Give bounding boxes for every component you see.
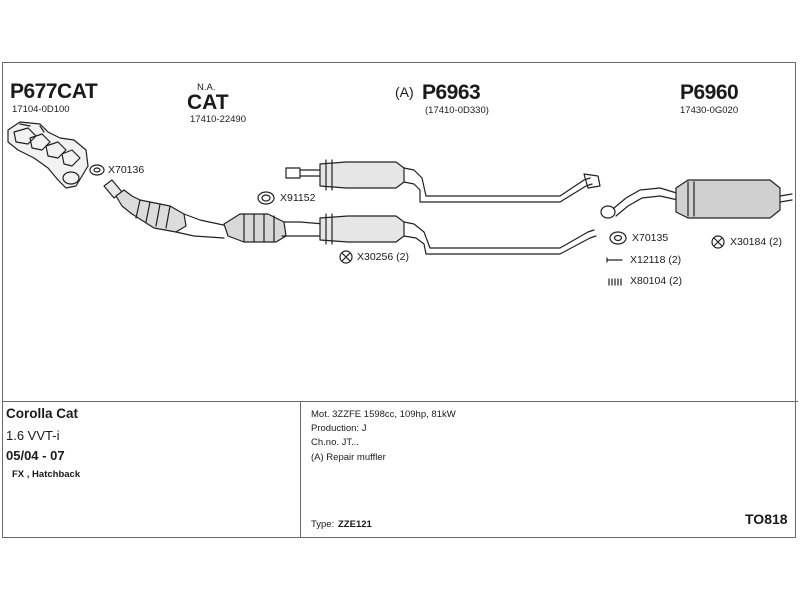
- spec-production: Production: J: [311, 423, 367, 434]
- part-p6963-code: P6963: [422, 81, 481, 104]
- label-x30256: X30256 (2): [357, 251, 409, 263]
- bolt-x12118-icon: [606, 257, 623, 263]
- label-x12118: X12118 (2): [630, 254, 682, 266]
- spec-type-value: ZZE121: [338, 519, 372, 530]
- gasket-x91152-icon: [257, 191, 275, 205]
- rubber-x80104-icon: [608, 278, 622, 286]
- vehicle-engine: 1.6 VVT-i: [6, 428, 60, 443]
- clamp-x30184-icon: [711, 235, 725, 249]
- part-p677cat-ref: 17104-0D100: [12, 104, 70, 115]
- clamp-x30256-icon: [339, 250, 353, 264]
- gasket-x70135-icon: [609, 231, 627, 245]
- vehicle-years: 05/04 - 07: [6, 448, 65, 463]
- vehicle-model: Corolla Cat: [6, 406, 79, 421]
- vehicle-body: FX , Hatchback: [12, 469, 81, 480]
- spec-chassis: Ch.no. JT...: [311, 437, 360, 448]
- rear-silencer-drawing: [600, 179, 793, 219]
- label-x70135: X70135: [632, 232, 669, 244]
- part-p6960-code: P6960: [680, 81, 739, 104]
- label-x70136: X70136: [108, 164, 145, 176]
- label-x30184: X30184 (2): [730, 236, 782, 248]
- divider-horizontal: [2, 401, 798, 402]
- manifold-drawing: [7, 121, 89, 189]
- p6963-lower-drawing: [319, 213, 597, 255]
- label-x80104: X80104 (2): [630, 275, 682, 287]
- spec-type-label: Type:: [311, 519, 335, 530]
- part-cat-code: CAT: [187, 91, 229, 114]
- part-p677cat-code: P677CAT: [10, 80, 98, 103]
- gasket-x70136-icon: [89, 164, 105, 176]
- part-p6963-ref: (17410-0D330): [425, 105, 489, 116]
- front-cat-drawing: [103, 179, 229, 239]
- part-cat-note: N.A.: [197, 82, 216, 93]
- divider-vertical: [300, 401, 301, 538]
- part-p6963-prefix: (A): [395, 84, 414, 100]
- p6963-upper-drawing: [285, 159, 601, 203]
- spec-note: (A) Repair muffler: [311, 452, 386, 463]
- part-p6960-ref: 17430-0G020: [680, 105, 739, 116]
- cat-converter-drawing: [223, 213, 325, 243]
- label-x91152: X91152: [280, 192, 316, 204]
- diagram-frame: [2, 62, 796, 538]
- diagram-code: TO818: [745, 511, 788, 527]
- part-cat-ref: 17410-22490: [190, 114, 246, 125]
- spec-engine: Mot. 3ZZFE 1598cc, 109hp, 81kW: [311, 409, 456, 420]
